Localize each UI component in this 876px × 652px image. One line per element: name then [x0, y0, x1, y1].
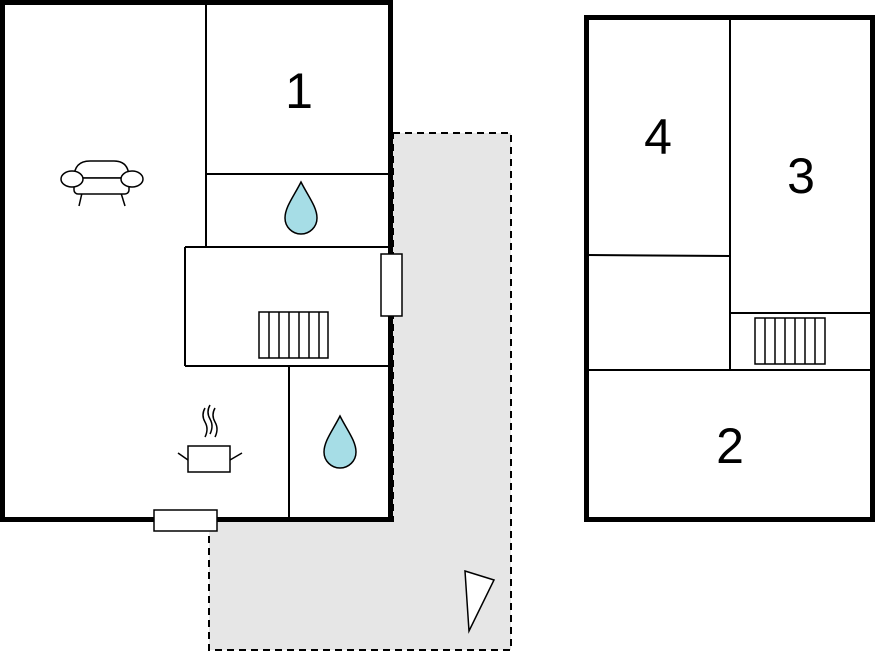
room-number-4: 4 [644, 109, 672, 165]
north-arrow-icon [464, 569, 496, 634]
room-number-2: 2 [716, 418, 744, 474]
room-number-1: 1 [285, 63, 313, 119]
water-drop-icon [284, 180, 318, 235]
stairs-icon [258, 311, 329, 359]
cooking-pot-icon [177, 404, 243, 473]
sofa-icon [60, 160, 144, 207]
window [380, 253, 403, 317]
stairs-icon [754, 317, 826, 365]
water-drop-icon [323, 414, 357, 469]
upper-floor: 4 3 2 [584, 15, 875, 522]
door [153, 509, 218, 532]
ground-floor: 1 [0, 0, 403, 532]
room-number-3: 3 [787, 148, 815, 204]
